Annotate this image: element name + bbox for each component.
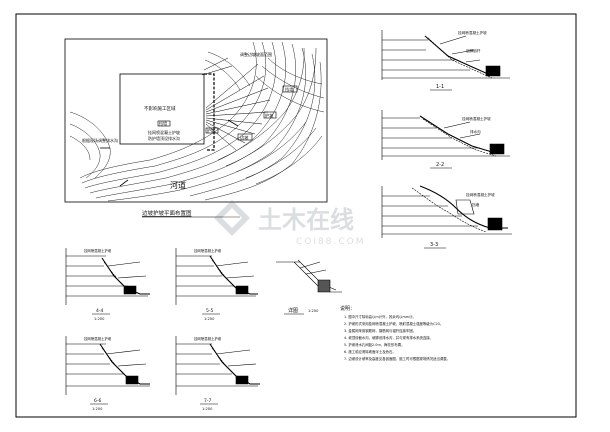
site-building [119, 73, 205, 145]
plan-section-markers [100, 119, 239, 187]
section-4-4-title: 4-4 [96, 308, 103, 314]
detail-drawing [276, 259, 342, 293]
section-2-2-drawing [381, 110, 510, 160]
notes-line-3: 3. 金属网采用钢筋网，钢筋网与锚杆连接牢固。 [344, 328, 416, 333]
notes-line-2: 2. 护坡形式采用挂网喷混凝土护坡，喷射混凝土强度等级为C20。 [344, 321, 443, 326]
notes-line-6: 6. 施工前应清除坡面浮土及危石。 [344, 349, 396, 354]
plan-tag-text-2: 护坡 [265, 112, 274, 119]
section-7-7-scale: 1:200 [202, 407, 213, 411]
plan-tag-5 [157, 120, 171, 127]
watermark-logo [214, 200, 250, 236]
notes-line-1: 1. 图中尺寸除标高以m计外，其余均以mm计。 [344, 314, 416, 319]
plan-tag-3 [237, 133, 253, 141]
detail-scale: 1:200 [308, 309, 319, 313]
contour-lines [69, 41, 325, 202]
elev-label-55: 挂网喷混凝土护坡 [194, 248, 222, 253]
notes-line-7: 7. 边坡设计坡率及高度见各剖面图，施工时可根据现场情况适当调整。 [344, 356, 450, 361]
elev-label-right-5: 挂网喷混凝土护坡 [466, 192, 495, 197]
notes-line-5: 5. 护坡泄水孔间距2.0m，梅花形布置。 [344, 342, 404, 347]
plan-tag-text-3: 边坡 [240, 134, 249, 141]
plan-callout-3: 防护墙顶设排水沟 [148, 135, 180, 141]
section-5-5-scale: 1:200 [204, 317, 215, 321]
watermark: 土木在线 COI88.COM [214, 200, 365, 247]
right-section-titles: 1-1 2-2 3-3 挂网喷混凝土护坡 锁脚锁杆 挂网喷混凝土护坡 排水沟 挂… [424, 30, 495, 249]
plan-tag-2 [263, 111, 277, 119]
plan-river-label: 河道 [170, 180, 186, 190]
plan-tag-text-5: 挡墙 [159, 120, 167, 126]
notes-title: 说明： [340, 305, 355, 312]
plan-frame [64, 38, 328, 203]
elev-label-right-2: 锁脚锁杆 [466, 48, 481, 53]
elev-label-right-3: 挂网喷混凝土护坡 [462, 116, 491, 121]
sheet-border [15, 13, 577, 418]
section-1-1-drawing [381, 30, 510, 80]
section-7-7-title: 7-7 [204, 398, 211, 404]
section-6-6-title: 6-6 [94, 398, 101, 404]
retaining-wall-line [204, 73, 215, 151]
plan-tag-text-1: 挡墙 [285, 86, 293, 93]
plan-callout-4: 根据现场调整排水沟 [82, 137, 118, 143]
plan-title: 边坡护坡平面布置图 [142, 209, 192, 217]
section-3-3-drawing [381, 185, 512, 238]
section-5-5-title: 5-5 [206, 308, 213, 314]
plan-callout-2: 挂网喷混凝土护坡 [148, 129, 180, 135]
watermark-sub-text: COI88.COM [296, 237, 365, 247]
bottom-section-titles: 4-4 1:200 5-5 1:200 详图 1:200 6-6 1:200 7… [84, 248, 319, 411]
section-1-1-title: 1-1 [436, 84, 444, 90]
notes-line-4: 4. 坡顶设截水沟，坡脚设排水沟，并与现有排水系统连接。 [344, 335, 433, 340]
section-4-4-drawing [65, 248, 150, 305]
section-5-5-drawing [175, 248, 258, 305]
watermark-main-text: 土木在线 [258, 206, 354, 234]
elev-label-77: 挂网喷混凝土护坡 [194, 336, 222, 341]
section-6-6-scale: 1:200 [92, 407, 103, 411]
section-3-3-title: 3-3 [430, 242, 438, 248]
elev-label-right-4: 排水沟 [470, 129, 481, 134]
plan-callout-1: 调整边坡坡面范围 [240, 51, 272, 57]
plan-view: 挡墙 护坡 边坡 护坡 挡墙 不影响施工区域 调整边坡坡面范围 挂网喷混凝土护坡… [64, 38, 328, 218]
plan-tags [157, 85, 298, 141]
elev-label-right-6: 挡墙 [472, 202, 480, 207]
right-sections [381, 30, 512, 238]
section-6-6-drawing [65, 336, 150, 395]
notes-block: 说明： 1. 图中尺寸除标高以m计外，其余均以mm计。 2. 护坡形式采用挂网喷… [340, 305, 450, 361]
plan-site-label: 不影响施工区域 [144, 105, 176, 112]
elev-label-66: 挂网喷混凝土护坡 [84, 336, 112, 341]
plan-tag-text-4: 护坡 [207, 127, 215, 133]
section-7-7-drawing [175, 336, 260, 395]
plan-tag-4 [205, 127, 219, 134]
section-2-2-title: 2-2 [436, 162, 444, 168]
plan-leader-lines [201, 57, 271, 151]
bottom-sections [65, 248, 342, 395]
elev-label-44: 挂网喷混凝土护坡 [84, 248, 112, 253]
detail-title: 详图 [288, 307, 298, 314]
plan-tag-1 [282, 85, 298, 93]
elev-label-right-1: 挂网喷混凝土护坡 [458, 30, 487, 35]
section-4-4-scale: 1:200 [94, 317, 105, 321]
